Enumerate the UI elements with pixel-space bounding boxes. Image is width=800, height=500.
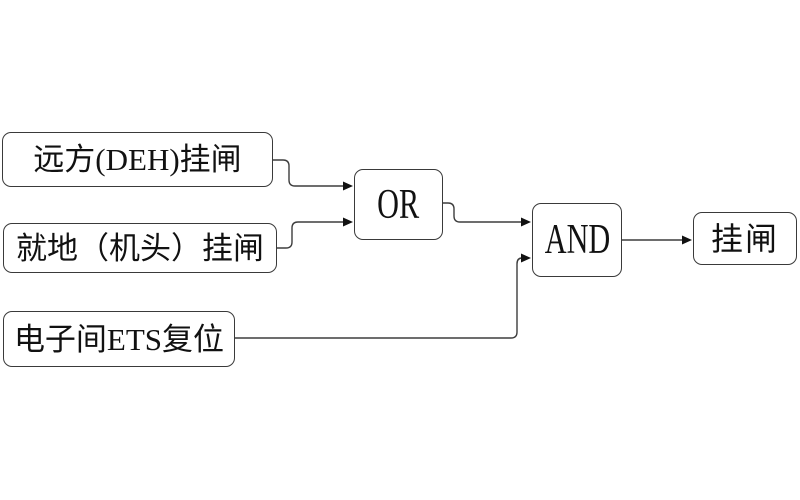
node-input-local-head: 就地（机头）挂闸 — [3, 223, 277, 273]
node-gate-or: OR — [354, 169, 443, 240]
node-label: 就地（机头）挂闸 — [16, 230, 264, 266]
gate-label: AND — [544, 217, 610, 263]
connector-remote-to-or — [273, 159, 353, 191]
node-output-latch: 挂闸 — [693, 212, 797, 265]
node-label: 远方(DEH)挂闸 — [33, 142, 242, 177]
connector-ets-to-and — [235, 253, 531, 339]
arrowhead-icon — [343, 181, 353, 191]
node-input-remote-deh: 远方(DEH)挂闸 — [2, 132, 273, 187]
arrowhead-icon — [682, 235, 692, 245]
connector-line — [277, 221, 344, 249]
connector-and-to-output — [622, 235, 692, 245]
connector-line — [235, 257, 523, 339]
arrowhead-icon — [343, 217, 353, 227]
connector-local-to-or — [277, 217, 353, 249]
node-gate-and: AND — [532, 203, 622, 277]
arrowhead-icon — [521, 217, 531, 227]
connector-line — [273, 159, 344, 187]
node-label: 挂闸 — [710, 220, 779, 257]
arrowhead-icon — [521, 253, 531, 263]
connector-line — [443, 202, 522, 223]
node-label: 电子间ETS复位 — [13, 321, 225, 357]
connector-or-to-and — [443, 202, 531, 227]
gate-label: OR — [377, 181, 420, 228]
node-input-ets-reset: 电子间ETS复位 — [3, 311, 235, 367]
